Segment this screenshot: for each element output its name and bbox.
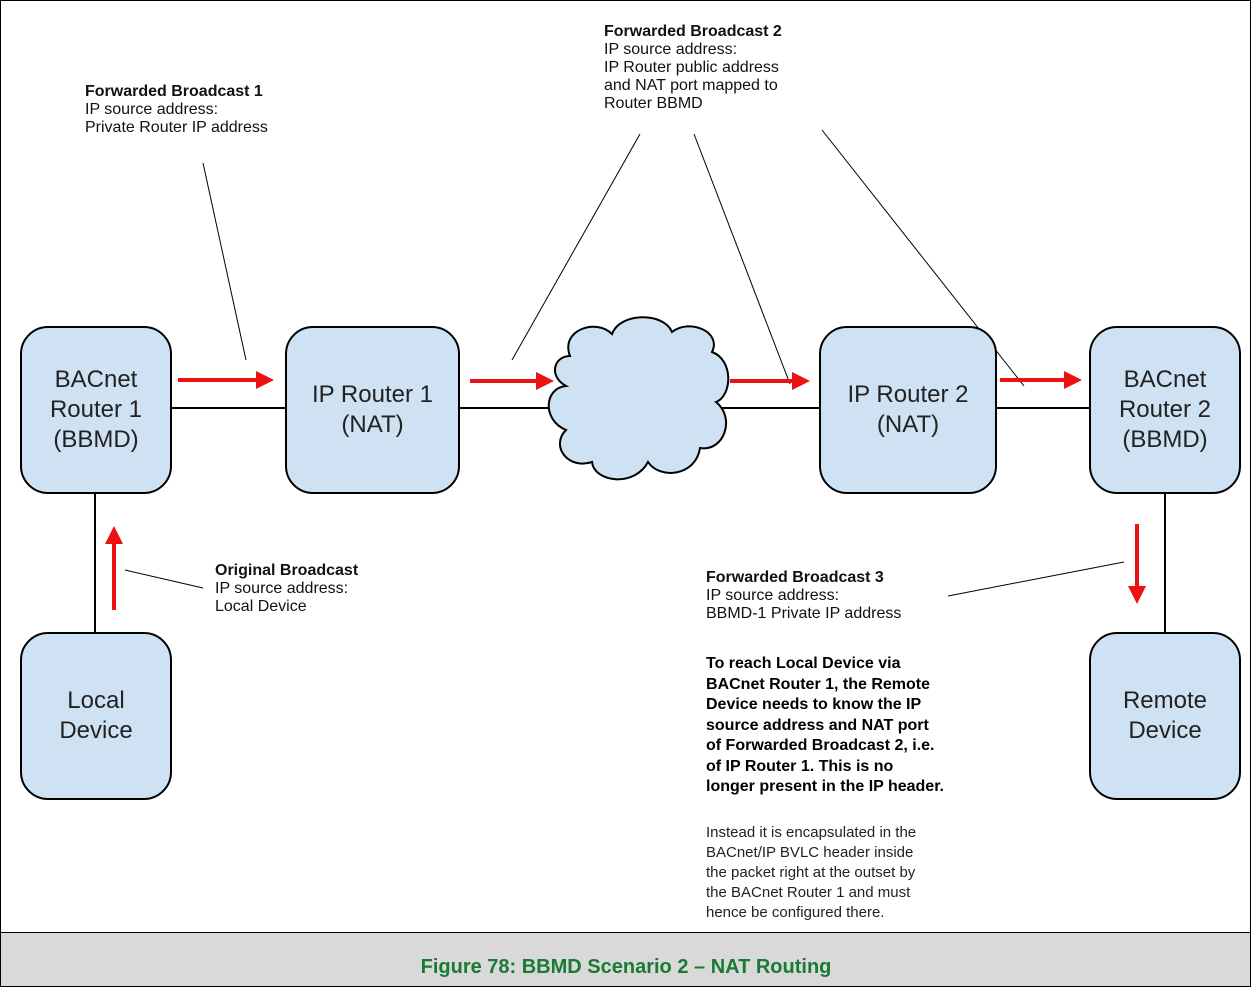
annotation-forwarded-broadcast-2: Forwarded Broadcast 2 IP source address:… <box>604 23 782 113</box>
annotation-line: IP Router public address <box>604 59 779 76</box>
annotation-heading: Original Broadcast <box>215 562 359 579</box>
annotation-heading: Forwarded Broadcast 2 <box>604 23 782 40</box>
node-label: BACnet Router 2 (BBMD) <box>1118 366 1212 453</box>
annotation-heading: Forwarded Broadcast 1 <box>85 83 263 100</box>
annotation-line: IP source address: <box>215 580 349 597</box>
annotation-line: Private Router IP address <box>85 119 268 136</box>
annotation-line: IP source address: <box>604 41 738 58</box>
node-label: IP Router 1 (NAT) <box>312 381 433 438</box>
figure-caption: Figure 78: BBMD Scenario 2 – NAT Routing <box>420 956 832 978</box>
node-label: Remote Device <box>1122 687 1208 744</box>
note-line: of Forwarded Broadcast 2, i.e. <box>706 737 935 754</box>
leader-fb2-b <box>693 133 791 385</box>
annotation-line: Router BBMD <box>604 95 703 112</box>
node-label: IP Router 2 (NAT) <box>847 381 969 438</box>
node-label: Local Device <box>59 687 133 744</box>
leader-fb3 <box>947 561 1125 597</box>
annotation-line: Local Device <box>215 598 307 615</box>
node-label: BACnet Router 1 (BBMD) <box>49 366 143 453</box>
annotation-line: and NAT port mapped to <box>604 77 778 94</box>
node-bacnet-router-2: BACnet Router 2 (BBMD) <box>1089 326 1241 494</box>
arrowhead-4 <box>1064 371 1082 389</box>
annotation-heading: Forwarded Broadcast 3 <box>706 569 884 586</box>
note-line: BACnet/IP BVLC header inside <box>706 844 914 861</box>
note-line: Device needs to know the IP <box>706 696 922 713</box>
annotation-forwarded-broadcast-3: Forwarded Broadcast 3 IP source address:… <box>706 569 901 623</box>
note-line: the packet right at the outset by <box>706 864 916 881</box>
arrowhead-3 <box>792 372 810 390</box>
note-line: hence be configured there. <box>706 904 885 921</box>
explanation-bold-note: To reach Local Device via BACnet Router … <box>706 654 944 798</box>
note-line: source address and NAT port <box>706 716 929 734</box>
arrowhead-2 <box>536 372 554 390</box>
arrowhead-1 <box>256 371 274 389</box>
note-line: the BACnet Router 1 and must <box>706 884 911 901</box>
node-remote-device: Remote Device <box>1089 632 1241 800</box>
node-bacnet-router-1: BACnet Router 1 (BBMD) <box>20 326 172 494</box>
leader-fb1 <box>202 162 247 361</box>
node-ip-router-2: IP Router 2 (NAT) <box>819 326 997 494</box>
diagram-canvas <box>94 129 1166 633</box>
note-line: To reach Local Device via <box>706 655 901 672</box>
note-line: BACnet Router 1, the Remote <box>706 675 931 693</box>
annotation-line: BBMD-1 Private IP address <box>706 605 902 622</box>
leader-fb2-a <box>511 133 641 361</box>
note-line: Instead it is encapsulated in the <box>706 824 917 841</box>
node-ip-router-1: IP Router 1 (NAT) <box>285 326 460 494</box>
internet-cloud <box>547 316 730 481</box>
annotation-line: IP source address: <box>85 101 219 118</box>
annotation-line: IP source address: <box>706 587 840 604</box>
arrowhead-6 <box>1128 586 1146 604</box>
explanation-plain-note: Instead it is encapsulated in the BACnet… <box>706 823 916 923</box>
annotation-forwarded-broadcast-1: Forwarded Broadcast 1 IP source address:… <box>85 83 268 137</box>
node-local-device: Local Device <box>20 632 172 800</box>
leader-orig <box>124 569 204 589</box>
note-line: longer present in the IP header. <box>706 778 944 795</box>
annotation-original-broadcast: Original Broadcast IP source address: Lo… <box>215 562 358 616</box>
note-line: of IP Router 1. This is no <box>706 757 894 775</box>
arrowhead-5 <box>105 526 123 544</box>
